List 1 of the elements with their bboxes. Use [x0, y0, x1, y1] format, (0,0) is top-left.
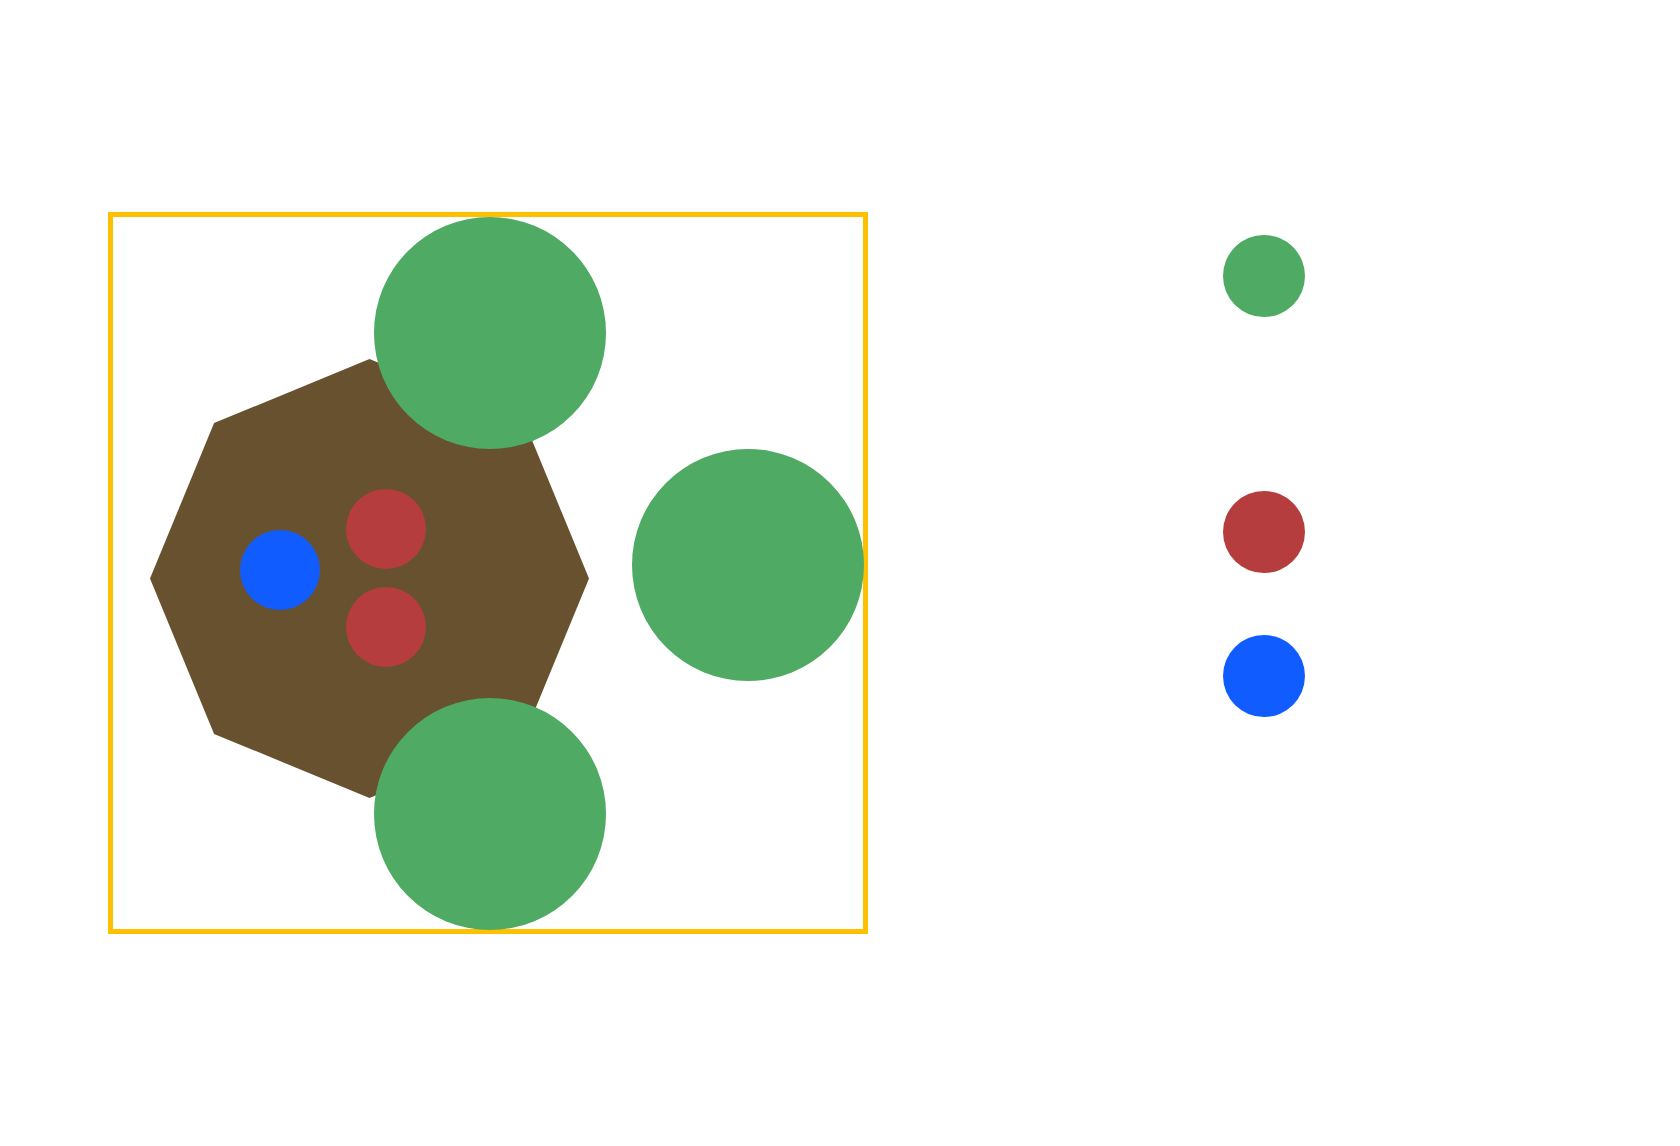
outline-frame — [108, 212, 868, 934]
